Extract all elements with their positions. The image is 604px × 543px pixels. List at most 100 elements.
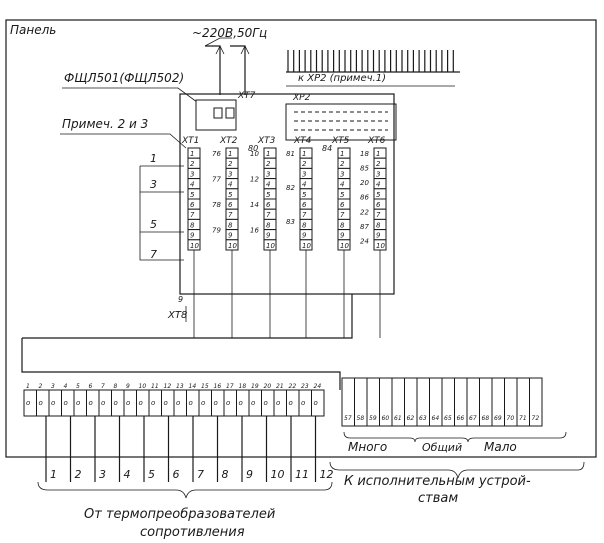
strip-cell-mark: o bbox=[151, 399, 155, 407]
strip-cell-right-number: 61 bbox=[394, 415, 402, 422]
strip-cell-number: 6 bbox=[89, 383, 93, 390]
block-inner-label: 16 bbox=[250, 227, 259, 235]
block-inner-label: 77 bbox=[212, 176, 221, 184]
loop-number: 3 bbox=[150, 178, 157, 191]
block-inner-label: 76 bbox=[212, 150, 221, 158]
sensor-number: 1 bbox=[50, 468, 57, 481]
terminal-cell-number: 5 bbox=[302, 191, 307, 199]
terminal-cell-number: 10 bbox=[190, 242, 199, 250]
strip-cell-number: 10 bbox=[139, 383, 147, 390]
xt7-pin-2 bbox=[225, 107, 235, 119]
strip-cell-number: 15 bbox=[201, 383, 209, 390]
xt7-label: XT7 bbox=[237, 91, 256, 101]
block-label-xt2: XT2 bbox=[219, 136, 238, 146]
block-inner-label: 79 bbox=[212, 227, 221, 235]
terminal-cell-number: 3 bbox=[190, 170, 194, 178]
strip-cell-mark: o bbox=[189, 399, 193, 407]
sensor-number: 7 bbox=[197, 468, 204, 481]
strip-cell-right-number: 63 bbox=[419, 415, 427, 422]
sensor-number: 10 bbox=[271, 468, 285, 481]
block-inner-label: 85 bbox=[360, 165, 369, 173]
terminal-blocks: XT112345678910XT21234567891076777879XT38… bbox=[181, 136, 387, 338]
device-label: ФЩЛ501(ФЩЛ502) bbox=[64, 71, 184, 85]
terminal-cell-number: 2 bbox=[376, 160, 381, 168]
block-label-xt4: XT4 bbox=[293, 136, 312, 146]
strip-cell-number: 18 bbox=[239, 383, 247, 390]
terminal-cell-number: 9 bbox=[228, 232, 233, 240]
terminal-cell-number: 2 bbox=[302, 160, 307, 168]
strip-cell-mark: o bbox=[26, 399, 30, 407]
strip-cell-right-number: 64 bbox=[432, 415, 440, 422]
strip-cell-number: 17 bbox=[226, 383, 234, 390]
terminal-cell-number: 1 bbox=[190, 150, 194, 158]
strip-cell-mark: o bbox=[239, 399, 243, 407]
xt8-pin: 9 bbox=[178, 295, 183, 304]
strip-cell-mark: o bbox=[126, 399, 130, 407]
strip-cell-number: 14 bbox=[189, 383, 197, 390]
strip-cell-mark: o bbox=[51, 399, 55, 407]
strip-cell-right-number: 70 bbox=[507, 415, 515, 422]
block-label-xt1: XT1 bbox=[181, 136, 199, 146]
xp2-label: XP2 bbox=[292, 93, 311, 103]
sensor-number: 6 bbox=[173, 468, 180, 481]
terminal-cell-number: 4 bbox=[228, 181, 232, 189]
strip-cell-number: 7 bbox=[101, 383, 105, 390]
sensor-number: 12 bbox=[320, 468, 334, 481]
terminal-cell-number: 5 bbox=[340, 191, 345, 199]
strip-cell-right-number: 59 bbox=[369, 415, 377, 422]
strip-cell-number: 24 bbox=[314, 383, 322, 390]
strip-cell-mark: o bbox=[314, 399, 318, 407]
strip-cell-right-number: 65 bbox=[444, 415, 452, 422]
terminal-cell-number: 3 bbox=[302, 170, 306, 178]
terminal-cell-number: 1 bbox=[340, 150, 344, 158]
strip-cell-mark: o bbox=[289, 399, 293, 407]
device-leader bbox=[62, 87, 206, 109]
terminal-cell-number: 2 bbox=[340, 160, 345, 168]
note-label: Примеч. 2 и 3 bbox=[62, 117, 148, 131]
terminal-cell-number: 7 bbox=[376, 211, 381, 219]
strip-cell-number: 9 bbox=[126, 383, 130, 390]
power-arrowheads bbox=[215, 45, 250, 55]
strip-cell-mark: o bbox=[114, 399, 118, 407]
sensor-number: 8 bbox=[222, 468, 229, 481]
terminal-cell-number: 10 bbox=[228, 242, 237, 250]
terminal-cell-number: 4 bbox=[340, 181, 344, 189]
strip-cell-mark: o bbox=[214, 399, 218, 407]
terminal-cell-number: 9 bbox=[190, 232, 195, 240]
strip-cell-mark: o bbox=[276, 399, 280, 407]
terminal-cell-number: 3 bbox=[266, 170, 270, 178]
block-top-number: 80 bbox=[248, 144, 258, 153]
strip-cell-right-number: 68 bbox=[482, 415, 490, 422]
loop-wires bbox=[139, 165, 184, 261]
terminal-cell-number: 3 bbox=[340, 170, 344, 178]
block-inner-label: 24 bbox=[360, 237, 369, 245]
terminal-cell-number: 4 bbox=[190, 181, 194, 189]
strip-cell-right-number: 60 bbox=[382, 415, 390, 422]
strip-cell-mark: o bbox=[251, 399, 255, 407]
block-inner-label: 12 bbox=[250, 176, 259, 184]
block-inner-label: 22 bbox=[360, 208, 369, 216]
block-label-xt3: XT3 bbox=[257, 136, 276, 146]
xp2-hatch bbox=[286, 50, 460, 73]
strip-cell bbox=[311, 389, 325, 417]
terminal-cell-number: 3 bbox=[228, 170, 232, 178]
from-sensors-1: От термопреобразователей bbox=[84, 507, 275, 522]
terminal-cell-number: 7 bbox=[340, 211, 345, 219]
xp2-top-label: к XP2 (примеч.1) bbox=[298, 73, 386, 84]
block-inner-label: 82 bbox=[286, 184, 295, 192]
terminal-cell-number: 1 bbox=[228, 150, 232, 158]
terminal-cell-number: 2 bbox=[228, 160, 233, 168]
strip-cell-right-number: 57 bbox=[344, 415, 352, 422]
terminal-cell-number: 10 bbox=[302, 242, 311, 250]
terminal-cell-number: 2 bbox=[190, 160, 195, 168]
panel-border bbox=[5, 19, 597, 458]
sensor-number: 11 bbox=[295, 468, 309, 481]
terminal-cell-number: 10 bbox=[340, 242, 349, 250]
terminal-cell-number: 6 bbox=[376, 201, 381, 209]
terminal-cell-number: 7 bbox=[190, 211, 195, 219]
strip-cell-number: 3 bbox=[51, 383, 55, 390]
terminal-cell-number: 10 bbox=[266, 242, 275, 250]
terminal-cell-number: 6 bbox=[302, 201, 307, 209]
